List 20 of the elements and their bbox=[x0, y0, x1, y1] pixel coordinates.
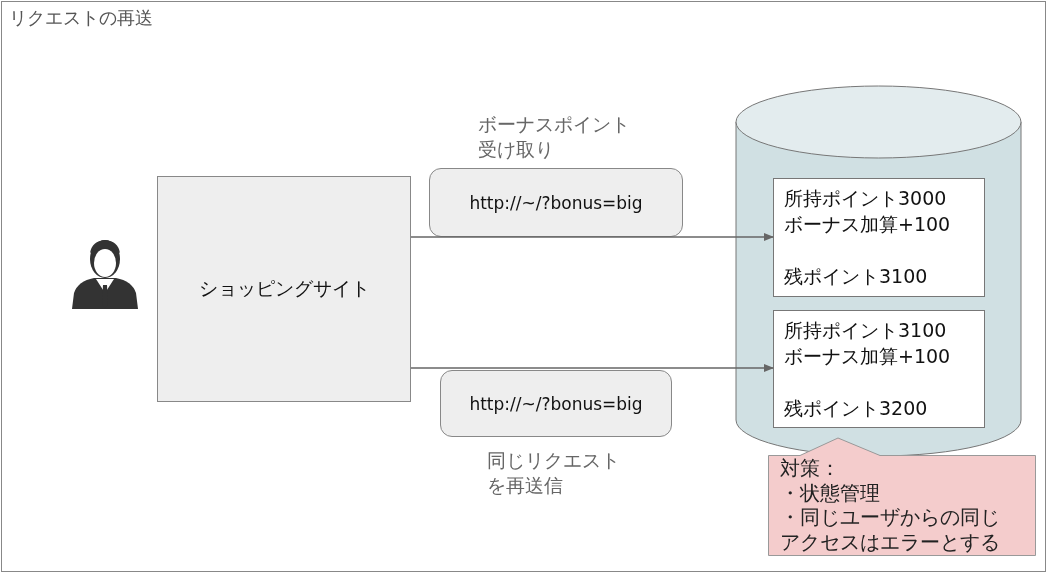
record-text: 残ポイント3200 bbox=[784, 396, 929, 421]
process-box bbox=[157, 176, 411, 402]
annotation-text: ボーナスポイント受け取り bbox=[478, 112, 631, 162]
annotation-text: 同じリクエストを再送信 bbox=[487, 448, 621, 498]
note-text: 対策： bbox=[780, 456, 841, 481]
arrow bbox=[410, 364, 774, 372]
record-text: 残ポイント3100 bbox=[784, 264, 929, 289]
record-text: 所持ポイント3000 ボーナス加算+100 bbox=[784, 186, 952, 237]
note-text: ・状態管理 bbox=[780, 480, 881, 505]
record-box bbox=[773, 178, 985, 297]
url-text: http://~/?bonus=big bbox=[469, 192, 643, 213]
url-box bbox=[429, 168, 683, 237]
node-label: ショッピングサイト bbox=[198, 276, 370, 301]
diagram-title: リクエストの再送 bbox=[9, 6, 153, 30]
record-text: 所持ポイント3100 ボーナス加算+100 bbox=[784, 318, 952, 369]
note-text: ・同じユーザからの同じアクセスはエラーとする bbox=[780, 505, 1001, 554]
url-text: http://~/?bonus=big bbox=[469, 393, 643, 414]
arrow bbox=[410, 233, 774, 241]
record-box bbox=[773, 310, 985, 428]
url-box bbox=[440, 370, 672, 437]
